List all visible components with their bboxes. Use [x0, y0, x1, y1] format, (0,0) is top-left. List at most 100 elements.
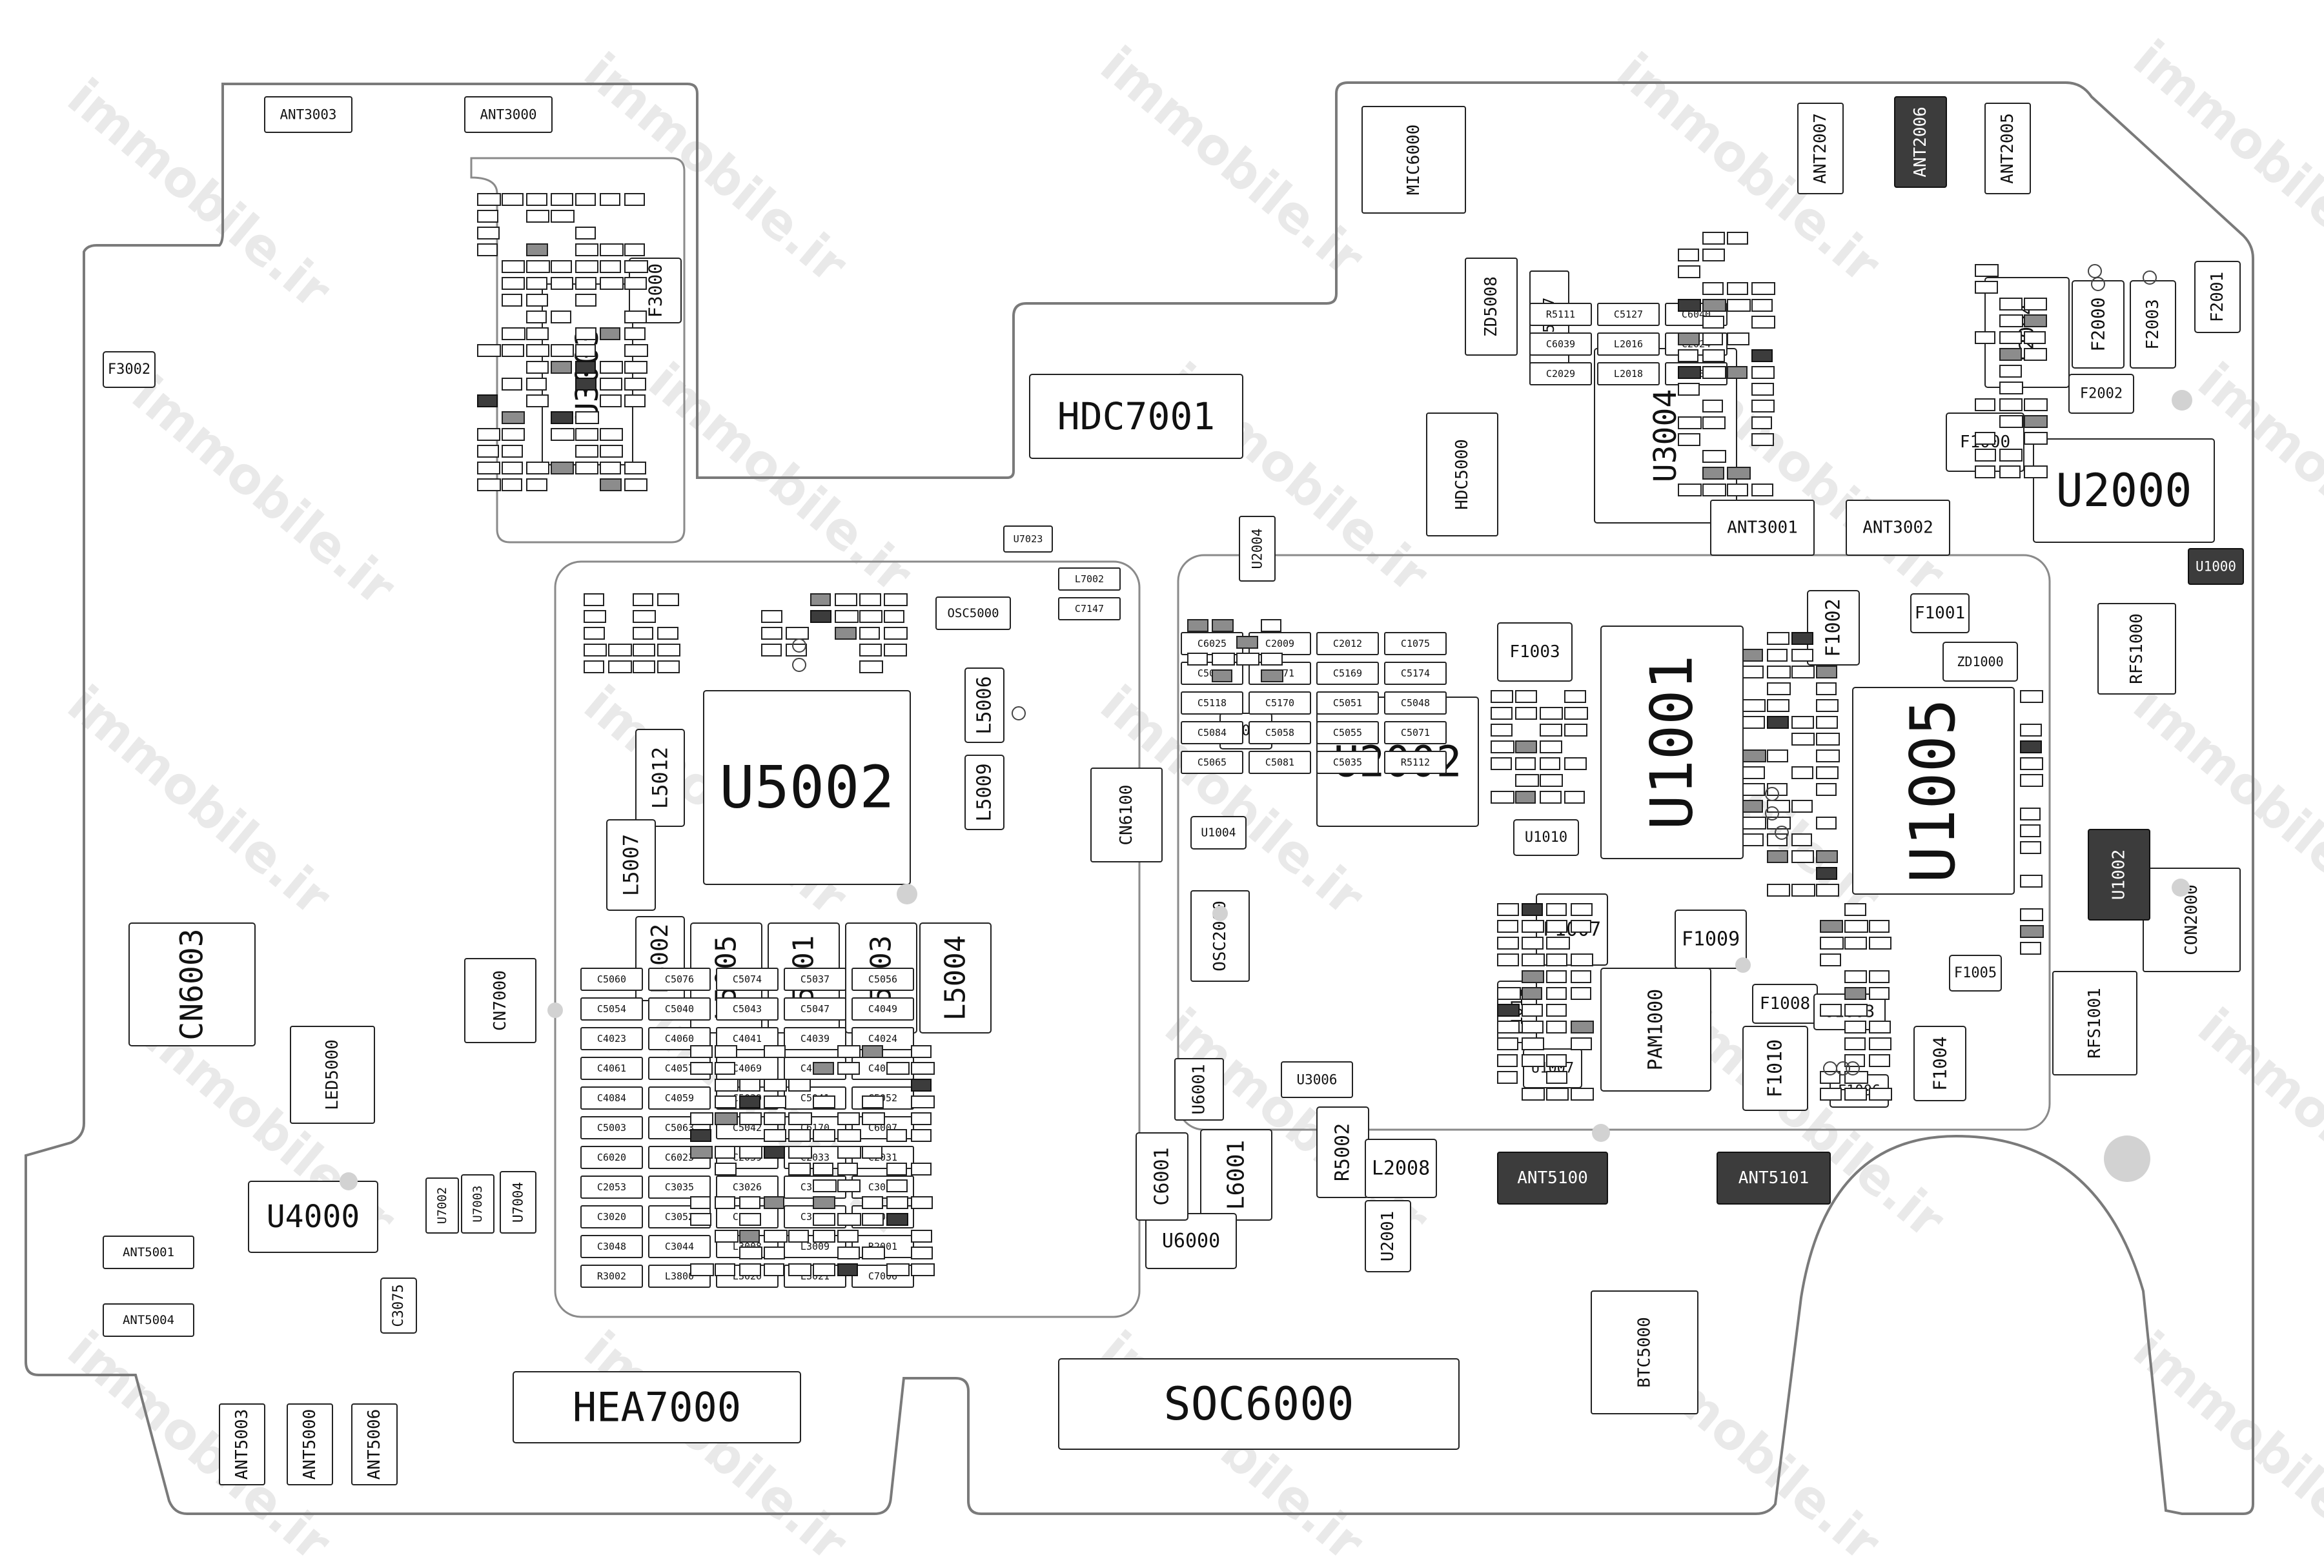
c5081-label: C5081 — [1265, 757, 1294, 768]
passive-component — [862, 1247, 885, 1259]
passive-component — [1767, 800, 1790, 813]
passive-component — [884, 644, 907, 657]
c3044-component: C3044 — [648, 1235, 711, 1258]
passive-component — [551, 311, 571, 323]
c5055-label: C5055 — [1333, 727, 1362, 738]
passive-component — [526, 210, 549, 223]
mounting-hole — [1212, 906, 1228, 921]
r3002-component: R3002 — [580, 1265, 643, 1288]
passive-component — [624, 243, 645, 256]
c4039-component: C4039 — [784, 1027, 846, 1050]
passive-component — [2024, 314, 2047, 327]
passive-component — [1497, 1071, 1518, 1084]
passive-component — [1571, 920, 1591, 933]
passive-component — [1497, 1004, 1520, 1017]
passive-component — [1546, 937, 1570, 950]
pam1000-label: PAM1000 — [1645, 989, 1667, 1070]
passive-component — [911, 1129, 932, 1142]
f1009-component: F1009 — [1675, 910, 1747, 969]
f1009-label: F1009 — [1682, 928, 1740, 951]
passive-component — [502, 378, 522, 391]
c6001-component: C6001 — [1136, 1132, 1188, 1221]
passive-component — [859, 627, 880, 640]
c5003-component: C5003 — [580, 1116, 643, 1139]
passive-component — [1844, 920, 1868, 933]
f1004-label: F1004 — [1930, 1036, 1951, 1090]
passive-component — [551, 361, 572, 374]
passive-component — [502, 344, 524, 357]
mounting-hole — [1592, 1124, 1610, 1142]
test-point-ring — [1836, 1061, 1850, 1075]
watermark-text: immobile.ir — [1606, 43, 1891, 295]
passive-component — [477, 243, 498, 256]
passive-component — [1497, 1054, 1518, 1067]
btc5000-label: BTC5000 — [1635, 1317, 1655, 1388]
passive-component — [1869, 1037, 1891, 1050]
l2008-label: L2008 — [1372, 1157, 1430, 1180]
hdc5000-label: HDC5000 — [1452, 439, 1472, 510]
passive-component — [526, 260, 550, 273]
u1005-label: U1005 — [1898, 698, 1969, 883]
passive-component — [2024, 331, 2046, 344]
passive-component — [1678, 299, 1701, 312]
passive-component — [739, 1230, 760, 1243]
ant5001-component: ANT5001 — [103, 1236, 194, 1269]
u3004-label: U3004 — [1647, 389, 1684, 483]
c6020-label: C6020 — [597, 1152, 626, 1163]
passive-component — [1702, 249, 1725, 261]
f1005-component: F1005 — [1949, 955, 2002, 992]
u6001-component: U6001 — [1174, 1058, 1224, 1121]
passive-component — [502, 327, 525, 340]
l3009-label: L3009 — [800, 1241, 830, 1252]
passive-component — [764, 1247, 785, 1259]
r5002-label: R5002 — [1332, 1123, 1354, 1181]
passive-component — [1975, 331, 1995, 344]
f3002-label: F3002 — [108, 361, 150, 378]
passive-component — [1571, 1088, 1594, 1101]
soc6000-component: SOC6000 — [1058, 1358, 1460, 1450]
rfs1001-label: RFS1001 — [2085, 988, 2105, 1059]
passive-component — [624, 344, 648, 357]
passive-component — [1767, 682, 1791, 695]
mounting-hole — [2172, 879, 2190, 897]
passive-component — [813, 1062, 834, 1075]
passive-component — [1999, 348, 2022, 361]
passive-component — [1212, 653, 1235, 666]
soc6000-label: SOC6000 — [1163, 1378, 1354, 1431]
passive-component — [715, 1196, 735, 1209]
c4069-label: C4069 — [733, 1063, 762, 1074]
ant2005-label: ANT2005 — [1998, 113, 2017, 184]
passive-component — [1546, 1021, 1567, 1033]
passive-component — [862, 1095, 884, 1108]
f1010-component: F1010 — [1742, 1026, 1808, 1111]
passive-component — [526, 478, 547, 491]
c3026-label: C3026 — [733, 1181, 762, 1193]
c5058-label: C5058 — [1265, 727, 1294, 738]
r5111-label: R5111 — [1546, 309, 1575, 320]
passive-component — [862, 1196, 883, 1209]
passive-component — [526, 361, 549, 374]
c2009-component: C2009 — [1249, 632, 1311, 655]
passive-component — [575, 361, 596, 374]
watermark-text: immobile.ir — [573, 43, 858, 295]
passive-component — [1546, 920, 1567, 933]
passive-component — [2024, 348, 2047, 361]
pam1000-component: PAM1000 — [1600, 968, 1711, 1092]
c5058-component: C5058 — [1249, 721, 1311, 744]
passive-component — [2020, 724, 2042, 737]
c5074-component: C5074 — [716, 968, 779, 991]
rfs1000-label: RFS1000 — [2127, 613, 2146, 684]
passive-component — [1742, 699, 1766, 712]
passive-component — [1820, 953, 1841, 966]
ant5101-label: ANT5101 — [1738, 1168, 1809, 1188]
c3044-label: C3044 — [665, 1241, 694, 1252]
passive-component — [551, 344, 574, 357]
passive-component — [624, 277, 647, 290]
passive-component — [1767, 666, 1791, 678]
test-point-ring — [1765, 787, 1779, 801]
c5169-component: C5169 — [1316, 662, 1379, 685]
c5071-component: C5071 — [1384, 721, 1447, 744]
osc5000-component: OSC5000 — [935, 596, 1011, 630]
c6020-component: C6020 — [580, 1146, 643, 1169]
passive-component — [502, 445, 523, 458]
